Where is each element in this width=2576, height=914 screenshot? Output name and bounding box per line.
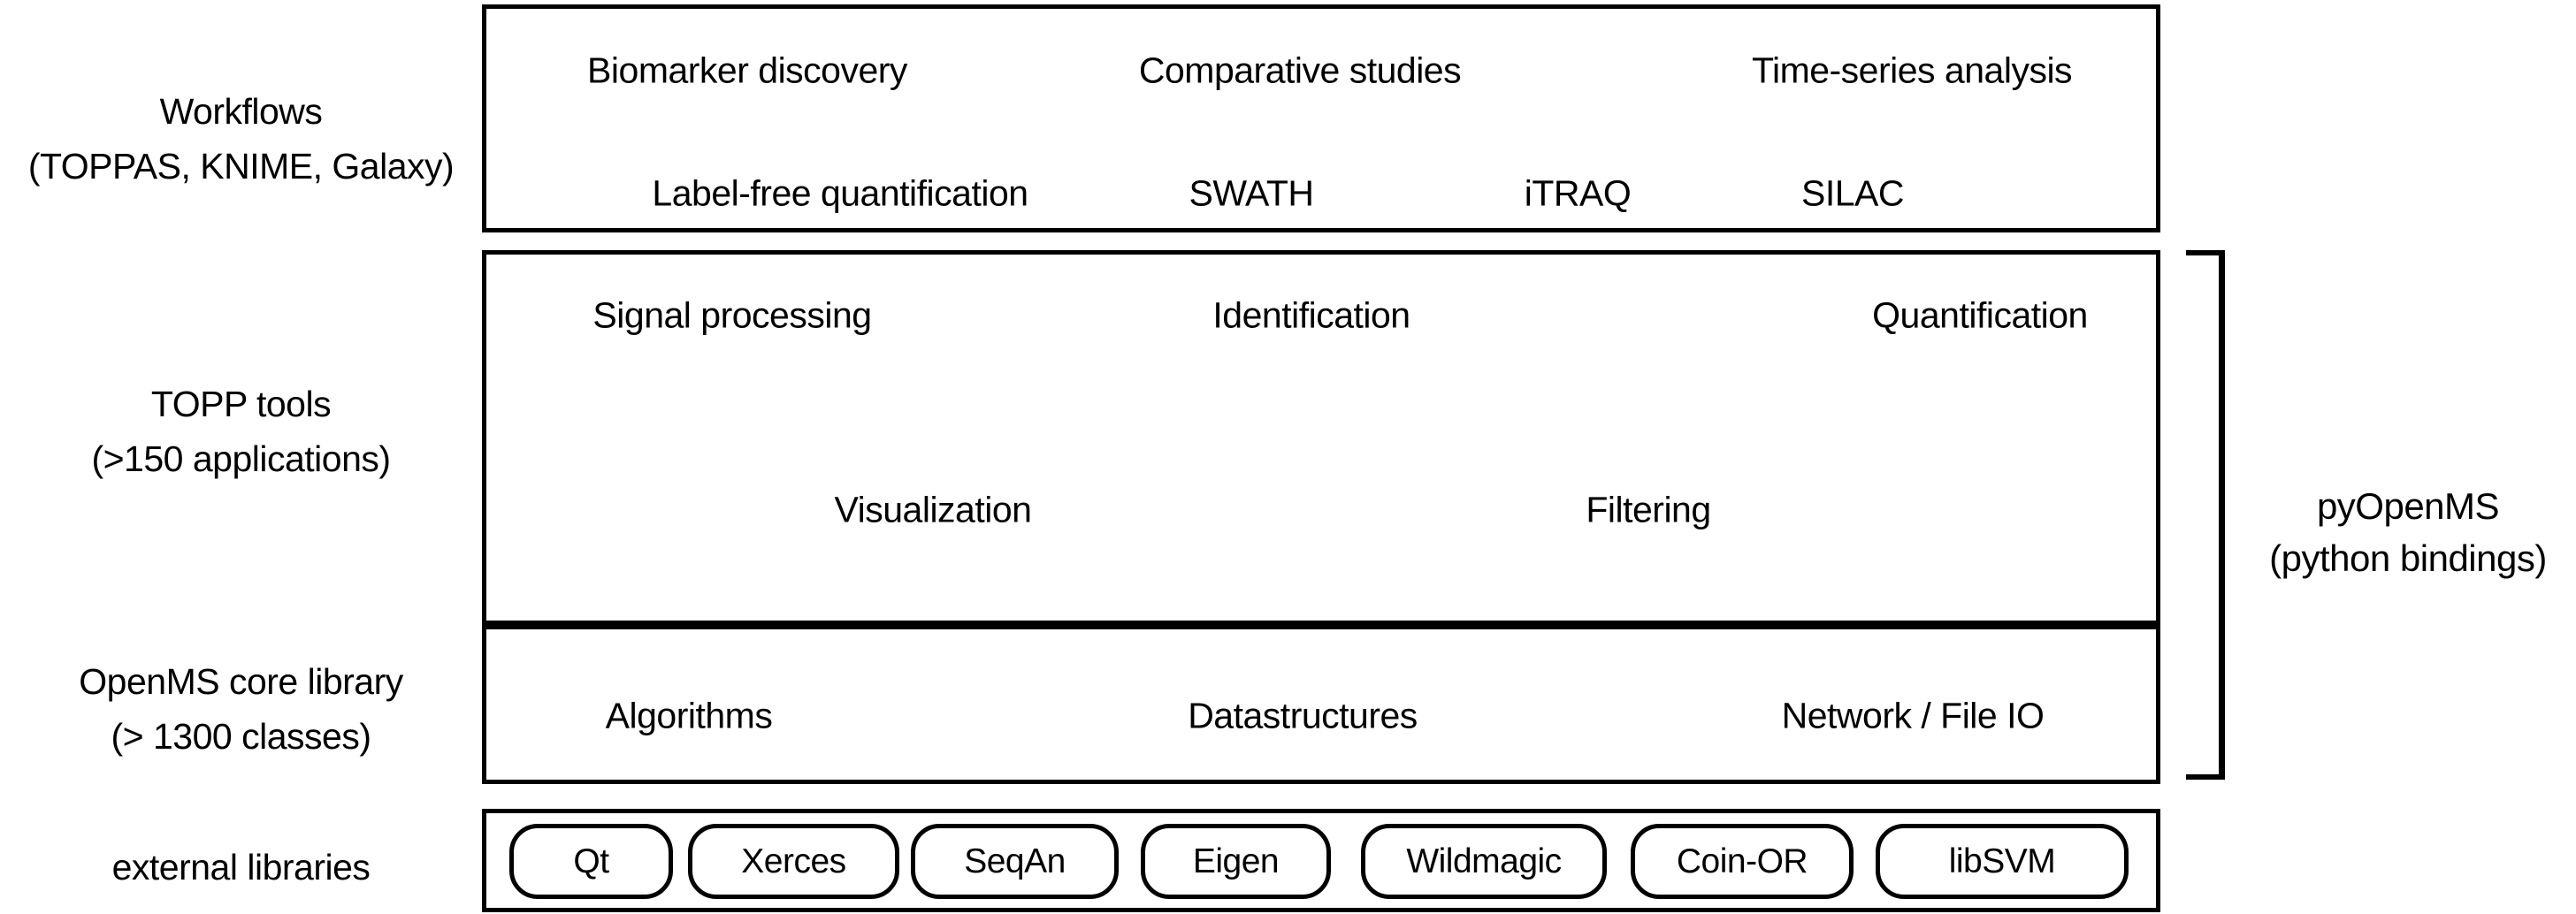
item-filtering: Filtering	[1586, 489, 1711, 530]
item-identification: Identification	[1212, 294, 1410, 336]
external-libraries-layer-label: external libraries	[0, 840, 482, 895]
pill-qt: Qt	[509, 824, 673, 899]
item-label-free-quantification: Label-free quantification	[652, 172, 1028, 214]
item-time-series-analysis: Time-series analysis	[1751, 50, 2073, 91]
core-library-layer-label: OpenMS core library (> 1300 classes)	[0, 654, 482, 764]
pill-libsvm: libSVM	[1876, 824, 2129, 899]
item-quantification: Quantification	[1872, 294, 2088, 336]
workflows-layer-label-line2: (TOPPAS, KNIME, Galaxy)	[27, 146, 455, 187]
item-itraq: iTRAQ	[1524, 172, 1632, 214]
pyopenms-bracket	[2186, 250, 2225, 780]
item-comparative-studies: Comparative studies	[1138, 50, 1462, 91]
external-libraries-layer-label-line1: external libraries	[111, 847, 371, 887]
pill-seqan: SeqAn	[911, 824, 1119, 899]
item-visualization: Visualization	[834, 489, 1032, 530]
pyopenms-label-line2: (python bindings)	[2269, 537, 2547, 579]
pill-xerces: Xerces	[688, 824, 899, 899]
core-library-layer-label-line2: (> 1300 classes)	[111, 716, 371, 757]
pyopenms-label-line1: pyOpenMS	[2316, 485, 2500, 527]
item-algorithms: Algorithms	[605, 695, 773, 736]
item-datastructures: Datastructures	[1188, 695, 1418, 736]
topp-tools-layer-label: TOPP tools (>150 applications)	[0, 377, 482, 486]
workflows-layer-label: Workflows (TOPPAS, KNIME, Galaxy)	[0, 84, 482, 194]
item-biomarker-discovery: Biomarker discovery	[587, 50, 907, 91]
core-library-layer-label-line1: OpenMS core library	[79, 661, 403, 702]
workflows-box	[482, 4, 2160, 232]
item-network-file-io: Network / File IO	[1781, 695, 2045, 736]
topp-tools-layer-label-line1: TOPP tools	[150, 384, 332, 424]
topp-tools-layer-label-line2: (>150 applications)	[91, 438, 391, 479]
item-silac: SILAC	[1801, 172, 1905, 214]
item-signal-processing: Signal processing	[592, 294, 872, 336]
item-swath: SWATH	[1189, 172, 1314, 214]
pill-eigen: Eigen	[1141, 824, 1331, 899]
pill-coin-or: Coin-OR	[1631, 824, 1854, 899]
topp-tools-box	[482, 250, 2160, 625]
workflows-layer-label-line1: Workflows	[159, 91, 323, 132]
pill-wildmagic: Wildmagic	[1361, 824, 1607, 899]
pyopenms-label: pyOpenMS (python bindings)	[2249, 480, 2567, 584]
core-library-box	[482, 625, 2160, 784]
